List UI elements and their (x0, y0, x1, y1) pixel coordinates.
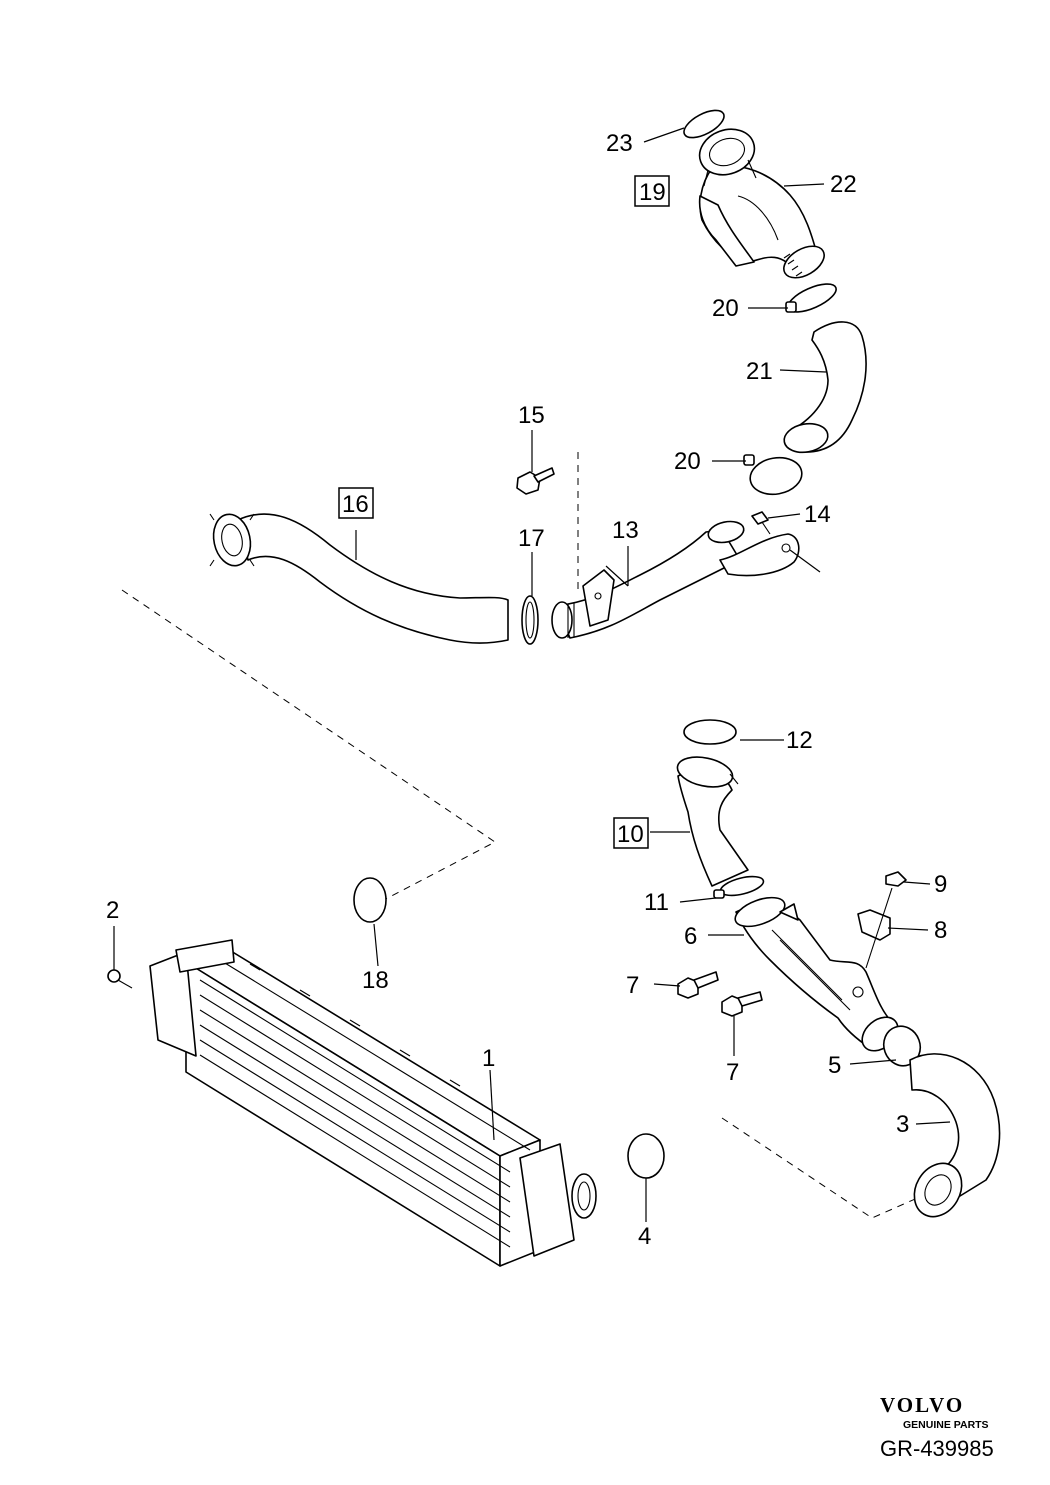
callout-12: 12 (786, 727, 813, 754)
part-4-o-ring (627, 1133, 665, 1179)
callout-16: 16 (342, 491, 369, 518)
callout-3: 3 (896, 1111, 909, 1138)
part-9-bolt (865, 871, 907, 969)
part-22-air-intake-pipe (698, 128, 825, 279)
part-5-hose-clamp (882, 1025, 922, 1067)
callout-19: 19 (639, 179, 666, 206)
assembly-dash-lines (121, 452, 923, 1219)
part-21-rubber-hose (783, 321, 867, 454)
callout-18: 18 (362, 967, 389, 994)
part-10-pipe (676, 756, 749, 887)
callout-14: 14 (804, 501, 831, 528)
callout-5: 5 (828, 1052, 841, 1079)
part-17-clamp-ring (521, 595, 539, 645)
callout-10: 10 (617, 821, 644, 848)
callout-10-box (613, 817, 649, 849)
callout-23: 23 (606, 130, 633, 157)
part-2-screw (107, 969, 133, 989)
part-6-intake-pipe (734, 896, 899, 1052)
callout-labels: 23 22 19 20 21 15 20 16 14 13 17 12 10 9… (106, 130, 947, 1250)
callout-15: 15 (518, 402, 545, 429)
part-18-o-ring (353, 877, 387, 923)
part-8-sensor (857, 909, 891, 941)
callout-6: 6 (684, 923, 697, 950)
callout-2: 2 (106, 897, 119, 924)
callout-9: 9 (934, 871, 947, 898)
diagram-reference: GR-439985 (880, 1436, 994, 1461)
part-16-intercooler-hose (209, 513, 509, 644)
part-11-clamp (713, 875, 765, 899)
callout-8: 8 (934, 917, 947, 944)
part-13-charge-air-pipe (551, 520, 800, 639)
callout-13: 13 (612, 517, 639, 544)
callout-4: 4 (638, 1223, 651, 1250)
part-1-intercooler (149, 939, 597, 1267)
part-23-o-ring (683, 109, 725, 139)
part-15-bolt (516, 467, 555, 495)
part-7-bolt-lower (721, 991, 763, 1017)
part-7-bolt-upper (677, 971, 719, 999)
part-20-hose-clamp-lower (743, 454, 803, 496)
part-12-o-ring (683, 719, 737, 745)
callout-11: 11 (644, 889, 669, 916)
callout-1: 1 (482, 1045, 495, 1072)
callout-16-box (338, 487, 374, 519)
part-3-hose (909, 1053, 1001, 1218)
part-14-bolt (751, 511, 771, 535)
callout-7-upper: 7 (626, 972, 639, 999)
callout-17: 17 (518, 525, 545, 552)
callout-7-lower: 7 (726, 1059, 739, 1086)
brand-wordmark: VOLVO (880, 1393, 964, 1417)
callout-21: 21 (746, 358, 773, 385)
volvo-logo: VOLVO GENUINE PARTS (880, 1393, 989, 1431)
callout-22: 22 (830, 171, 857, 198)
brand-tagline: GENUINE PARTS (903, 1419, 989, 1431)
leader-lines (113, 127, 951, 1222)
callout-19-box (634, 175, 670, 207)
callout-20-lower: 20 (674, 448, 701, 475)
callout-20-upper: 20 (712, 295, 739, 322)
part-20-hose-clamp-upper (785, 283, 837, 313)
